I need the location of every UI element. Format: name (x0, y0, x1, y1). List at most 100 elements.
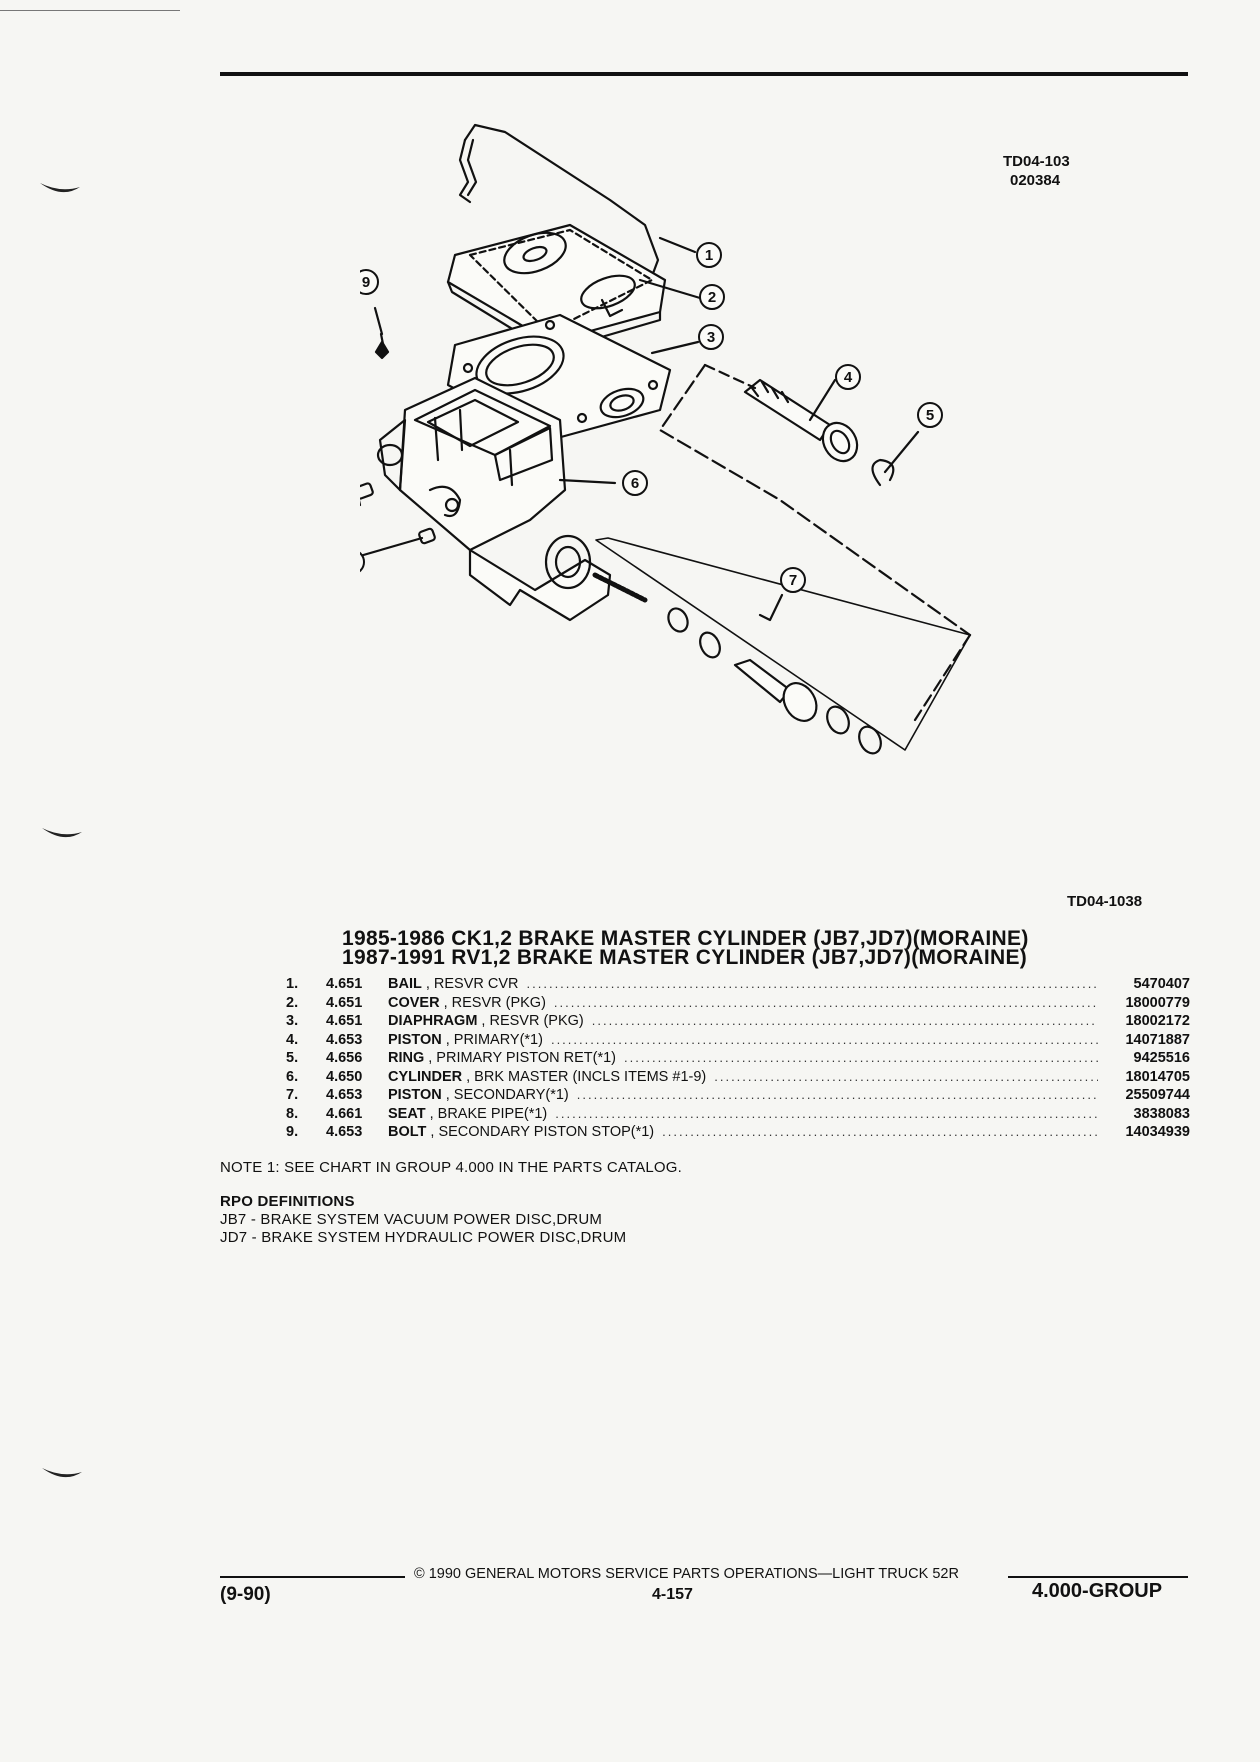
bail-part (463, 123, 660, 297)
part-description: , PRIMARY PISTON RET(*1) (428, 1050, 616, 1066)
group-number: 4.651 (326, 1013, 363, 1029)
rpo-item: JD7 - BRAKE SYSTEM HYDRAULIC POWER DISC,… (220, 1229, 627, 1246)
part-name: CYLINDER (388, 1068, 463, 1085)
part-description: , RESVR CVR (425, 976, 519, 992)
dot-leader (592, 1013, 1098, 1028)
figure-code: TD04-103 020384 (1003, 152, 1153, 190)
group-number: 4.650 (326, 1068, 363, 1085)
part-name: COVER (388, 994, 440, 1011)
rpo-item: JB7 - BRAKE SYSTEM VACUUM POWER DISC,DRU… (220, 1211, 603, 1228)
dot-leader (555, 1106, 1098, 1121)
primary-piston-part (743, 378, 859, 463)
catalog-note: NOTE 1: SEE CHART IN GROUP 4.000 IN THE … (220, 1159, 683, 1176)
part-name: PISTON (388, 1031, 442, 1048)
callout-2: 2 (708, 289, 716, 306)
part-number: 3838083 (1133, 1105, 1190, 1122)
footer-date-code: (9-90) (220, 1584, 271, 1605)
cylinder-body-part (376, 376, 612, 622)
parts-row: 3. 4.651 DIAPHRAGM , RESVR (PKG) 1800217… (270, 1013, 1190, 1032)
part-number: 18002172 (1125, 1013, 1190, 1029)
figure-code-number: TD04-103 (1003, 153, 1070, 170)
part-number: 14034939 (1125, 1124, 1190, 1140)
group-number: 4.653 (326, 1031, 363, 1048)
dot-leader (662, 1124, 1098, 1139)
parts-row: 1. 4.651 BAIL , RESVR CVR 5470407 (270, 976, 1190, 995)
callout-6: 6 (631, 475, 639, 492)
rpo-definitions: RPO DEFINITIONS JB7 - BRAKE SYSTEM VACUU… (220, 1193, 626, 1247)
footer-rule-right (1008, 1576, 1188, 1578)
item-number: 3. (286, 1013, 299, 1029)
footer-copyright: © 1990 GENERAL MOTORS SERVICE PARTS OPER… (414, 1566, 959, 1582)
part-number: 18014705 (1125, 1068, 1190, 1085)
group-number: 4.651 (326, 976, 363, 992)
part-description: , RESVR (PKG) (443, 994, 546, 1011)
parts-list: 1. 4.651 BAIL , RESVR CVR 5470407 2. 4.6… (270, 976, 1190, 1143)
parts-row: 8. 4.661 SEAT , BRAKE PIPE(*1) 3838083 (270, 1106, 1190, 1125)
image-code: TD04-1038 (1067, 893, 1143, 910)
parts-row: 5. 4.656 RING , PRIMARY PISTON RET(*1) 9… (270, 1050, 1190, 1069)
part-number: 5470407 (1133, 976, 1190, 992)
item-number: 5. (286, 1050, 299, 1066)
scan-edge-line (0, 10, 180, 11)
parts-row: 4. 4.653 PISTON , PRIMARY(*1) 14071887 (270, 1032, 1190, 1051)
item-number: 6. (286, 1068, 299, 1085)
figure-code-date: 020384 (1010, 172, 1061, 189)
item-number: 8. (286, 1105, 299, 1122)
group-number: 4.661 (326, 1105, 363, 1122)
part-number: 9425516 (1133, 1050, 1190, 1066)
part-name: PISTON (388, 1087, 442, 1103)
parts-row: 2. 4.651 COVER , RESVR (PKG) 18000779 (270, 995, 1190, 1014)
parts-row: 6. 4.650 CYLINDER , BRK MASTER (INCLS IT… (270, 1069, 1190, 1088)
group-number: 4.653 (326, 1087, 363, 1103)
group-number: 4.656 (326, 1050, 363, 1066)
retaining-ring-part (871, 458, 895, 487)
binder-hole-mark-3 (42, 1468, 82, 1478)
reservoir-cover-part (446, 223, 667, 354)
stop-bolt-part (374, 332, 390, 360)
callout-3: 3 (707, 329, 715, 346)
part-description: , RESVR (PKG) (481, 1013, 584, 1029)
parts-row: 7. 4.653 PISTON , SECONDARY(*1) 25509744 (270, 1087, 1190, 1106)
binder-hole-mark-1 (40, 183, 80, 193)
group-number: 4.651 (326, 994, 363, 1011)
parts-row: 9. 4.653 BOLT , SECONDARY PISTON STOP(*1… (270, 1124, 1190, 1143)
footer-page-number: 4-157 (652, 1586, 693, 1603)
item-number: 2. (286, 994, 299, 1011)
item-number: 7. (286, 1087, 299, 1103)
binder-hole-mark-2 (42, 828, 82, 838)
part-description: , SECONDARY PISTON STOP(*1) (430, 1124, 655, 1140)
part-name: DIAPHRAGM (388, 1013, 478, 1029)
group-number: 4.653 (326, 1124, 363, 1140)
footer-rule-left (220, 1576, 405, 1578)
part-name: BOLT (388, 1124, 427, 1140)
header-rule (220, 72, 1188, 76)
dot-leader (551, 1032, 1098, 1047)
item-number: 9. (286, 1124, 299, 1140)
part-description: , BRK MASTER (INCLS ITEMS #1-9) (466, 1068, 707, 1085)
part-description: , SECONDARY(*1) (445, 1087, 569, 1103)
callout-4: 4 (844, 369, 853, 386)
dot-leader (714, 1069, 1098, 1084)
part-number: 18000779 (1125, 994, 1190, 1011)
callout-5: 5 (926, 407, 934, 424)
part-name: SEAT (388, 1105, 426, 1122)
dot-leader (554, 995, 1098, 1010)
dot-leader (527, 976, 1098, 991)
callout-9: 9 (362, 274, 370, 291)
part-number: 25509744 (1125, 1087, 1190, 1103)
exploded-diagram: 1 2 3 4 5 6 7 8 9 (360, 123, 972, 755)
part-description: , BRAKE PIPE(*1) (429, 1105, 548, 1122)
callout-1: 1 (705, 247, 713, 264)
part-description: , PRIMARY(*1) (445, 1031, 543, 1048)
dot-leader (577, 1087, 1098, 1102)
part-name: RING (388, 1050, 425, 1066)
rpo-heading: RPO DEFINITIONS (220, 1193, 355, 1210)
footer-group: 4.000-GROUP (1032, 1580, 1163, 1602)
page-title-line-1: 1985-1986 CK1,2 BRAKE MASTER CYLINDER (J… (342, 927, 1029, 950)
callout-7: 7 (789, 572, 797, 589)
dot-leader (624, 1050, 1098, 1065)
part-number: 14071887 (1125, 1031, 1190, 1048)
item-number: 1. (286, 976, 299, 992)
part-name: BAIL (388, 976, 422, 992)
secondary-piston-parts (592, 572, 882, 755)
